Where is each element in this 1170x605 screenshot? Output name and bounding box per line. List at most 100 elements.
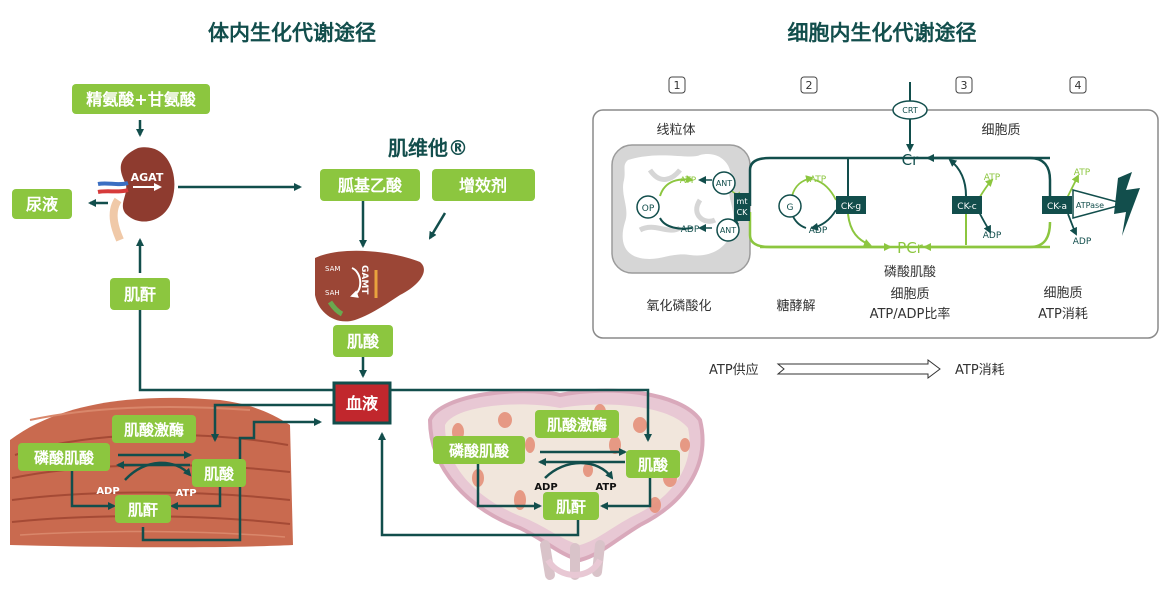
liver-enzyme-label: GAMT [359,265,369,295]
step-2-badge [800,76,818,94]
brain-atp-label: ATP [595,482,616,493]
cr-label: Cr [902,151,919,169]
muscle-creatine-box [192,459,246,487]
brain-pcr-box [433,436,525,464]
liver-sam-label: SAM [325,265,340,273]
glucose-circle [778,194,802,218]
step-4-label: 4 [1075,79,1082,92]
urine-label: 尿液 [26,195,59,214]
ckg-box [836,196,866,214]
mtck-label-1: mt [737,197,748,206]
ant-top-label: ANT [716,179,732,188]
brain-cycle-arrows [476,448,652,510]
brain-creatine-box [626,450,680,478]
left-connectors [88,120,652,542]
muscle-cycle-arrows [70,451,222,510]
pcr-label: PCr [897,239,924,257]
muscle-creatinine-box [115,495,171,523]
atpase-shape [1072,189,1128,219]
brain-kinase-label: 肌酸激酶 [547,416,607,434]
mito-atp-label: ATP [680,176,697,186]
creatine-liver-box [333,325,393,357]
creatinine-left-box [110,278,170,310]
caption-2: 糖酵解 [776,298,815,314]
caption-4a: 细胞质 [1043,286,1082,301]
cell-connectors [659,154,1079,251]
booster-box [432,169,535,201]
brain-illustration [427,388,705,580]
brain-creatinine-box [543,492,599,520]
step-1-label: 1 [674,79,681,92]
mitochondrion [611,144,751,274]
cytoplasm-label: 细胞质 [981,123,1020,138]
a-adp-label: ADP [1073,237,1092,247]
caption-3c: ATP/ADP比率 [870,306,951,322]
step-3-badge [955,76,973,94]
op-label: OP [642,204,655,214]
ant-bottom-circle [716,218,740,242]
booster-label: 增效剂 [459,176,507,195]
g-atp-label: ATP [810,175,827,185]
mito-adp-label: ADP [681,225,700,235]
caption-4b: ATP消耗 [1038,307,1088,322]
muscle-pcr-box [18,443,110,471]
brain-pcr-label: 磷酸肌酸 [449,442,510,460]
mtck-box [734,193,750,221]
liver-illustration [315,250,424,322]
crt-transporter [892,100,928,120]
op-circle [636,195,660,219]
atpase-label: ATPase [1076,201,1104,210]
creatinine-left-label: 肌酐 [124,285,156,304]
muscle-kinase-box [112,415,196,443]
creatine-liver-label: 肌酸 [347,332,380,351]
muscle-creatinine-label: 肌酐 [128,501,158,519]
cka-label: CK-a [1047,202,1067,212]
crt-label: CRT [902,106,918,115]
gaa-label: 胍基乙酸 [338,176,403,195]
blood-box [332,381,392,425]
c-atp-label: ATP [984,173,1001,183]
caption-3b: 细胞质 [890,287,929,302]
muscle-atp-label: ATP [175,488,196,499]
amino-acids-label: 精氨酸+甘氨酸 [86,90,196,109]
caption-1: 氧化磷酸化 [646,299,711,314]
c-adp-label: ADP [983,231,1002,241]
brain-creatine-label: 肌酸 [638,456,669,474]
amino-acids-box [72,84,210,114]
gaa-box [320,169,420,201]
ckg-label: CK-g [841,202,861,212]
step-2-label: 2 [806,79,813,92]
product-name: 肌维他® [388,136,468,160]
supply-arrow-icon [776,359,941,379]
urine-box [12,189,72,219]
ant-bottom-label: ANT [720,226,736,235]
lightning-icon [1114,172,1140,236]
atp-consume-label: ATP消耗 [955,363,1005,378]
step-4-badge [1069,76,1087,94]
muscle-adp-label: ADP [96,486,119,497]
brain-creatinine-label: 肌酐 [556,498,586,516]
blood-label: 血液 [346,394,379,413]
kidney-illustration [97,147,175,242]
muscle-creatine-label: 肌酸 [204,465,235,483]
ckc-box [952,196,982,214]
glucose-label: G [787,203,794,213]
liver-sah-label: SAH [325,289,340,297]
brain-adp-label: ADP [534,482,557,493]
ant-top-circle [712,171,736,195]
caption-3a: 磷酸肌酸 [884,265,936,280]
muscle-pcr-label: 磷酸肌酸 [34,449,95,467]
brain-kinase-box [535,410,619,438]
ckc-label: CK-c [957,202,976,212]
a-atp-label: ATP [1074,168,1091,178]
mito-label: 线粒体 [656,123,695,138]
left-title: 体内生化代谢途径 [208,21,376,45]
mtck-label-2: CK [737,208,749,217]
atp-supply-label: ATP供应 [709,362,759,378]
step-3-label: 3 [961,79,968,92]
right-title: 细胞内生化代谢途径 [788,21,977,45]
g-adp-label: ADP [809,226,828,236]
muscle-kinase-label: 肌酸激酶 [124,421,184,439]
step-1-badge [668,76,686,94]
